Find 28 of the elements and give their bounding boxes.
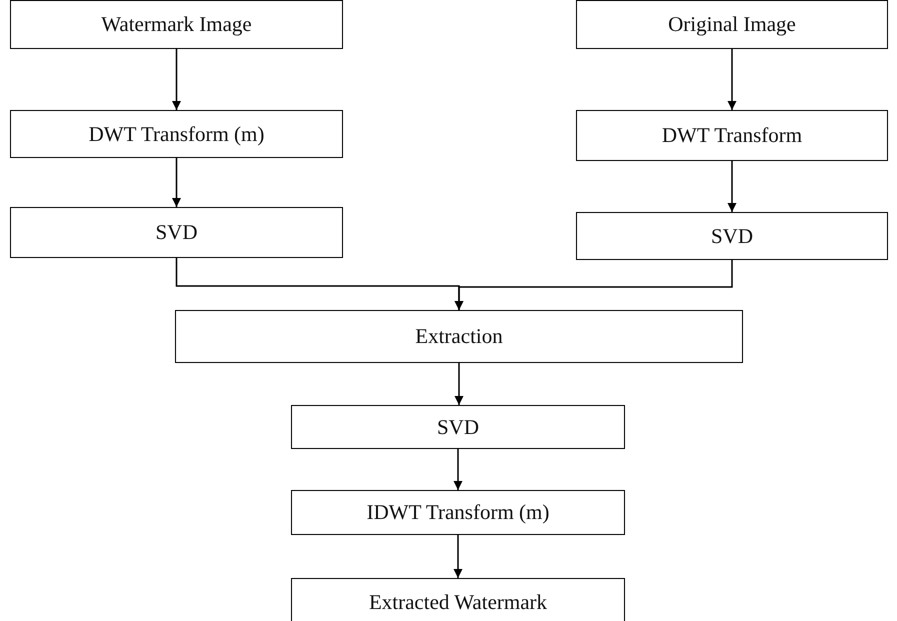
arrow <box>454 535 462 578</box>
process-box <box>175 310 743 363</box>
box-label: Extracted Watermark <box>368 590 548 614</box>
process-box <box>10 0 343 49</box>
box-label: SVD <box>710 224 753 248</box>
process-box <box>291 578 625 621</box>
box-label: DWT Transform (m) <box>88 122 264 146</box>
arrow <box>172 158 181 207</box>
box-label: SVD <box>155 220 198 245</box>
arrow <box>454 363 464 405</box>
box-label: Original Image <box>668 12 796 37</box>
arrow <box>728 161 736 212</box>
process-box <box>291 405 625 449</box>
arrow <box>172 49 181 110</box>
box-label: Extraction <box>415 324 503 349</box>
box-label: DWT Transform <box>662 123 802 148</box>
process-box <box>10 110 343 158</box>
box-label: Watermark Image <box>101 12 252 37</box>
box-label: SVD <box>436 414 479 440</box>
process-box <box>576 0 888 49</box>
arrow <box>454 260 733 310</box>
box-label: IDWT Transform (m) <box>366 500 550 525</box>
process-box <box>576 110 888 161</box>
process-box <box>291 490 625 535</box>
arrow <box>454 449 462 490</box>
arrow <box>728 49 736 110</box>
process-box <box>576 212 888 260</box>
process-box <box>10 207 343 258</box>
